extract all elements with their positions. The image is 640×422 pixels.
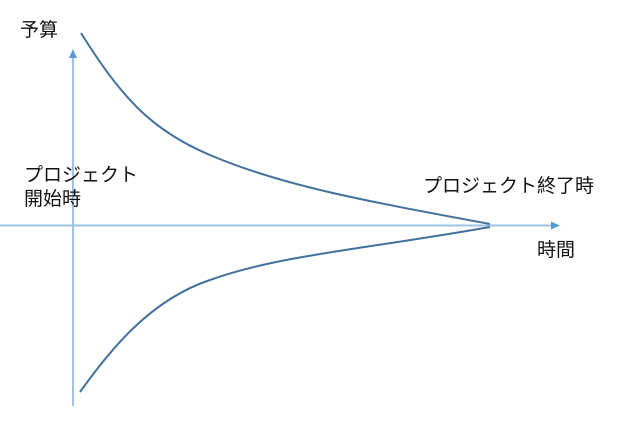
project-start-label: プロジェクト 開始時 <box>24 164 139 210</box>
y-axis-label: 予算 <box>20 19 59 41</box>
upper-budget-curve <box>80 32 491 225</box>
y-axis-arrowhead-icon <box>69 49 77 58</box>
x-axis-arrowhead-icon <box>551 221 560 230</box>
lower-budget-curve <box>79 226 491 393</box>
x-axis-label: 時間 <box>537 239 576 261</box>
project-end-label: プロジェクト終了時 <box>423 175 595 197</box>
